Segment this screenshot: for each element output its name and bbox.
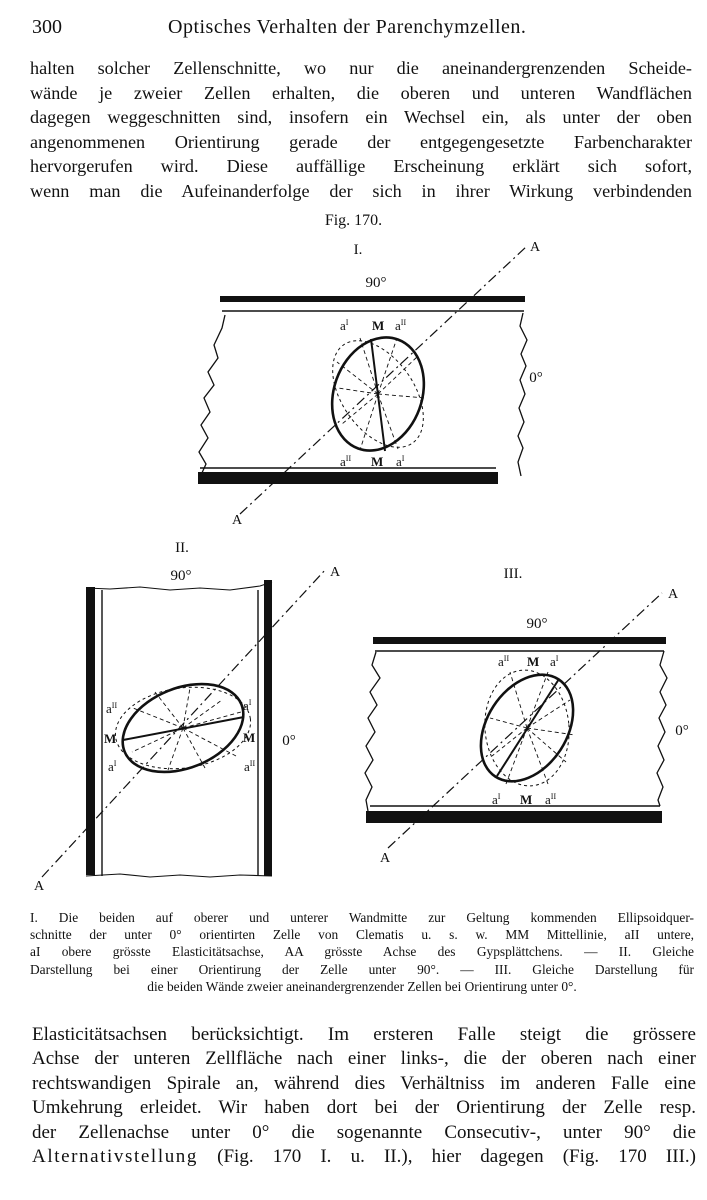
panel-label-II: II. xyxy=(175,540,189,556)
angle-label-side: 0° xyxy=(282,733,296,749)
figure-title: Fig. 170. xyxy=(324,212,383,229)
panel-label-I: I. xyxy=(354,242,363,258)
axis-label-A-top: A xyxy=(330,565,341,580)
axis-label-A-bottom: A xyxy=(232,513,243,528)
radial-lines xyxy=(131,687,242,771)
ellipse-lower-solid xyxy=(121,682,245,774)
midline-MM xyxy=(122,716,245,741)
caption-line: schnitte der unter 0° orientirten Zelle … xyxy=(30,927,694,943)
text-line: rechtswandigen Spirale an, während dies … xyxy=(32,1072,696,1094)
axis-label-A-bottom: A xyxy=(380,851,391,866)
text-line: hervorgerufen wird. Diese auffällige Ers… xyxy=(30,156,692,177)
text-line: wände je zweier Zellen erhalten, die obe… xyxy=(30,82,692,103)
label-M-top: M xyxy=(527,654,539,669)
ellipse-lower-solid xyxy=(330,336,426,452)
axis-AA xyxy=(387,592,663,849)
axis-label-A-bottom: A xyxy=(34,879,45,894)
label-a1-top: aI xyxy=(550,654,559,669)
angle-label-top: 90° xyxy=(527,616,548,632)
bottom-wall xyxy=(198,472,498,484)
label-M-bottom: M xyxy=(520,792,532,807)
midline-MM xyxy=(370,338,386,452)
axis-AA xyxy=(41,568,327,878)
label-a2-left: aII xyxy=(106,701,117,716)
text-line: Elasticitätsachsen berücksichtigt. Im er… xyxy=(32,1024,696,1045)
text-line: Umkehrung erleidet. Wir haben dort bei d… xyxy=(32,1097,696,1119)
angle-label-side: 0° xyxy=(675,723,689,739)
panel-II: II. 90° 0° xyxy=(34,540,341,894)
label-a2-right: aII xyxy=(244,759,255,774)
caption-line: I. Die beiden auf oberer und unterer Wan… xyxy=(30,910,694,925)
angle-label-side: 0° xyxy=(529,370,543,386)
top-wall xyxy=(373,637,666,644)
caption-line: aI obere grösste Elasticitätsachse, AA g… xyxy=(30,944,694,960)
midline-MM xyxy=(496,678,560,777)
axis-label-A-top: A xyxy=(668,587,679,602)
label-a2-top: aII xyxy=(395,318,406,333)
cell-outline-right xyxy=(656,650,668,807)
angle-label-top: 90° xyxy=(366,275,387,291)
text-line: wenn man die Aufeinanderfolge der sich i… xyxy=(30,180,692,201)
paragraph-bottom: Elasticitätsachsen berücksichtigt. Im er… xyxy=(32,1023,696,1169)
radial-lines xyxy=(336,337,426,451)
angle-label-top: 90° xyxy=(171,568,192,584)
label-a2-bottom: aII xyxy=(545,792,556,807)
page-number: 300 xyxy=(32,16,62,38)
text-fragment: (Fig. 170 I. u. II.), hier dagegen (Fig.… xyxy=(198,1146,696,1168)
label-a1-bottom: aI xyxy=(492,792,501,807)
cell-outline-left xyxy=(364,651,381,812)
label-M-top: M xyxy=(372,318,384,333)
panel-I: I. 90° 0° xyxy=(198,240,543,528)
cell-outline-right xyxy=(517,312,528,477)
radial-lines xyxy=(489,671,576,785)
text-line-last: Alternativstellung (Fig. 170 I. u. II.),… xyxy=(32,1145,696,1169)
label-a1-right: aI xyxy=(243,698,252,713)
caption-line: die beiden Wände zweier aneinandergrenze… xyxy=(147,978,577,994)
bottom-wall xyxy=(366,811,662,823)
paragraph-top: halten solcher Zellenschnitte, wo nur di… xyxy=(30,56,692,204)
axis-label-A-top: A xyxy=(530,240,541,255)
label-a2-top: aII xyxy=(498,654,509,669)
ellipse-upper-dotted xyxy=(332,340,424,448)
label-a2-bottom: aII xyxy=(340,454,351,469)
label-M-bottom: M xyxy=(371,454,383,469)
spaced-term: Alternativstellung xyxy=(32,1146,198,1168)
left-wall xyxy=(86,587,95,875)
caption-line: Darstellung bei einer Orientirung der Ze… xyxy=(30,961,694,977)
label-a1-left: aI xyxy=(108,759,117,774)
axis-AA xyxy=(239,246,527,515)
label-a1-top: aI xyxy=(340,318,349,333)
running-head: Optisches Verhalten der Parenchymzellen. xyxy=(168,16,527,38)
cell-outline-left xyxy=(198,314,226,476)
text-line: Achse der unteren Zellfläche nach einer … xyxy=(32,1048,696,1070)
label-M-right: M xyxy=(243,730,255,745)
figure-caption: I. Die beiden auf oberer und unterer Wan… xyxy=(30,909,694,995)
label-M-left: M xyxy=(104,731,116,746)
right-wall xyxy=(264,580,272,876)
text-line: halten solcher Zellenschnitte, wo nur di… xyxy=(30,58,692,78)
page-header: 300 Optisches Verhalten der Parenchymzel… xyxy=(28,14,689,44)
panel-III: III. 90° 0° A xyxy=(364,566,689,866)
text-line: angenommenen Orientirung gerade der entg… xyxy=(30,131,692,152)
text-line: dagegen weggeschnitten sind, insofern ei… xyxy=(30,107,692,128)
ellipse-upper-dotted xyxy=(484,669,570,787)
panel-label-III: III. xyxy=(504,566,523,582)
text-line: der Zellenachse unter 0° die sogenannte … xyxy=(32,1121,696,1143)
label-a1-bottom: aI xyxy=(396,454,405,469)
top-wall xyxy=(220,296,525,302)
